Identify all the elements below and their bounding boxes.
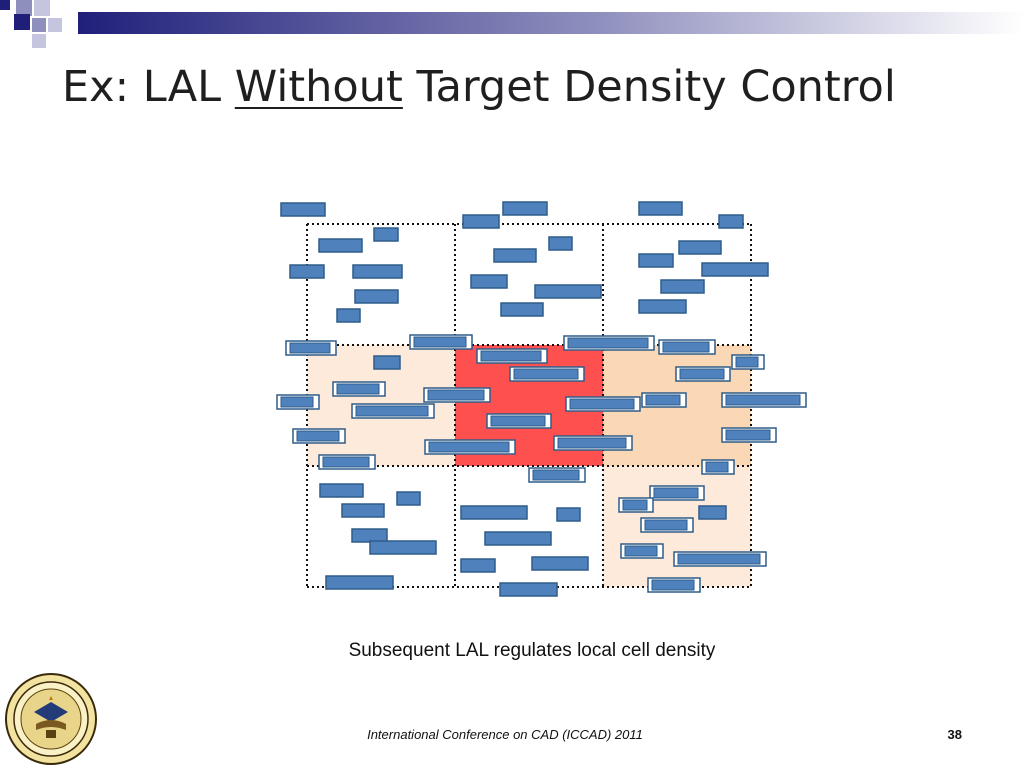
cell — [336, 308, 361, 323]
slide-title: Ex: LAL Without Target Density Control — [62, 62, 896, 112]
cell — [701, 262, 769, 277]
cell — [373, 227, 399, 242]
cell-inner — [624, 545, 658, 557]
cell-inner — [705, 461, 729, 473]
cell — [534, 284, 602, 299]
cell — [493, 248, 537, 263]
cell — [373, 355, 401, 370]
cell — [718, 214, 744, 229]
cell-inner — [622, 499, 648, 511]
cell — [556, 507, 581, 522]
cell-inner — [296, 430, 340, 442]
cell — [638, 299, 687, 314]
cell-inner — [355, 405, 429, 417]
cell-inner — [662, 341, 710, 353]
cell-inner — [289, 342, 331, 354]
footer-conference: International Conference on CAD (ICCAD) … — [367, 727, 643, 742]
cell — [280, 202, 326, 217]
cell — [548, 236, 573, 251]
cell — [325, 575, 394, 590]
cell — [500, 302, 544, 317]
cell-inner — [532, 469, 580, 481]
cell — [318, 238, 363, 253]
cell-inner — [653, 487, 699, 499]
cell-inner — [644, 519, 688, 531]
title-suffix: Target Density Control — [402, 62, 896, 112]
cell — [638, 201, 683, 216]
diagram-caption: Subsequent LAL regulates local cell dens… — [348, 640, 716, 661]
cell-inner — [567, 337, 649, 349]
cell — [678, 240, 722, 255]
cell — [369, 540, 437, 555]
cell — [484, 531, 552, 546]
cell — [499, 582, 558, 597]
cell — [341, 503, 385, 518]
cell-inner — [336, 383, 380, 395]
cell-inner — [280, 396, 314, 408]
cell-inner — [513, 368, 579, 380]
cell — [396, 491, 421, 506]
corner-squares-icon — [0, 0, 62, 48]
cell — [289, 264, 325, 279]
cell-inner — [677, 553, 761, 565]
cell — [470, 274, 508, 289]
title-accent-bar — [0, 0, 1024, 52]
cell — [638, 253, 674, 268]
cell — [698, 505, 727, 520]
cell — [354, 289, 399, 304]
cell-inner — [651, 579, 695, 591]
cell-inner — [480, 350, 542, 362]
cell — [502, 201, 548, 216]
cell — [660, 279, 705, 294]
cell-inner — [735, 356, 759, 368]
cell — [531, 556, 589, 571]
cell — [460, 558, 496, 573]
cell — [319, 483, 364, 498]
page-number: 38 — [947, 727, 962, 742]
cell — [352, 264, 403, 279]
cell-inner — [557, 437, 627, 449]
cell-inner — [569, 398, 635, 410]
cell — [462, 214, 500, 229]
cell — [351, 528, 388, 543]
title-underlined-word: Without — [234, 62, 403, 112]
cell — [460, 505, 528, 520]
title-prefix: Ex: LAL — [62, 62, 235, 112]
cell-inner — [413, 336, 467, 348]
cell-inner — [679, 368, 725, 380]
cell-inner — [645, 394, 681, 406]
cell-inner — [428, 441, 510, 453]
university-of-michigan-seal-icon — [5, 673, 97, 765]
cell-inner — [427, 389, 485, 401]
cell-inner — [490, 415, 546, 427]
cell-inner — [322, 456, 370, 468]
cell-inner — [725, 394, 801, 406]
cell-inner — [725, 429, 771, 441]
